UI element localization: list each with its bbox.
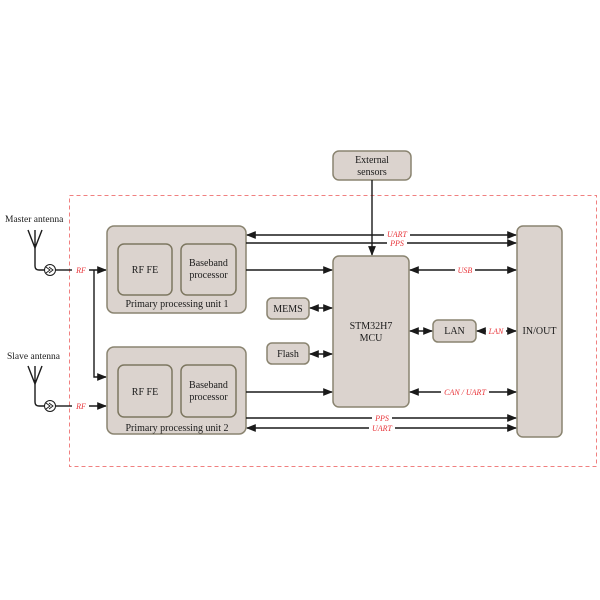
ppu2-rf-fe-label: RF FE <box>132 387 158 398</box>
primary-processing-unit-1: RF FE Baseband processor Primary process… <box>106 225 247 314</box>
lan-signal-label: LAN <box>488 327 504 336</box>
master-splitter-icon <box>44 264 56 276</box>
external-sensors-label-1: External <box>355 155 389 166</box>
usb-signal-label: USB <box>458 266 473 275</box>
ppu2-baseband-label-1: Baseband <box>189 380 228 391</box>
rf-slave-signal-label: RF <box>75 402 86 411</box>
external-sensors-label-2: sensors <box>357 167 387 178</box>
can-uart-signal-label: CAN / UART <box>444 388 486 397</box>
ppu1-rf-fe-label: RF FE <box>132 265 158 276</box>
mems-label: MEMS <box>273 304 302 315</box>
inout-label: IN/OUT <box>523 326 557 337</box>
lan-label: LAN <box>444 326 465 337</box>
ppu1-baseband-block <box>180 243 237 296</box>
rf-master-signal-label: RF <box>75 266 86 275</box>
ppu1-baseband-label-1: Baseband <box>189 258 228 269</box>
master-antenna-label: Master antenna <box>5 215 64 225</box>
mcu-label-1: STM32H7 <box>350 321 393 332</box>
stm32h7-mcu-block: STM32H7 MCU <box>332 255 410 408</box>
ppu2-rf-fe-block <box>117 364 173 418</box>
slave-splitter-icon <box>44 400 56 412</box>
flash-block: Flash <box>266 342 310 365</box>
ppu2-baseband-block <box>180 364 237 418</box>
slave-antenna-icon <box>27 365 44 407</box>
ppu1-baseband-label-2: processor <box>189 270 228 281</box>
lan-block: LAN <box>432 319 477 343</box>
mems-block: MEMS <box>266 297 310 320</box>
external-sensors-block: External sensors <box>332 150 412 181</box>
pps-top-signal-label: PPS <box>389 239 404 248</box>
ppu2-title: Primary processing unit 2 <box>125 423 228 434</box>
slave-antenna-label: Slave antenna <box>7 352 61 362</box>
primary-processing-unit-2: RF FE Baseband processor Primary process… <box>106 346 247 435</box>
ppu1-rf-fe-block <box>117 243 173 296</box>
master-antenna-icon <box>27 229 44 271</box>
uart-bottom-signal-label: UART <box>372 424 393 433</box>
rf-master-to-ppu2-arrow <box>93 270 107 381</box>
pps-bottom-signal-label: PPS <box>374 414 389 423</box>
ppu1-title: Primary processing unit 1 <box>125 299 228 310</box>
mcu-label-2: MCU <box>360 333 384 344</box>
inout-block: IN/OUT <box>516 225 563 438</box>
flash-label: Flash <box>277 349 299 360</box>
uart-top-signal-label: UART <box>387 230 408 239</box>
ppu2-baseband-label-2: processor <box>189 392 228 403</box>
